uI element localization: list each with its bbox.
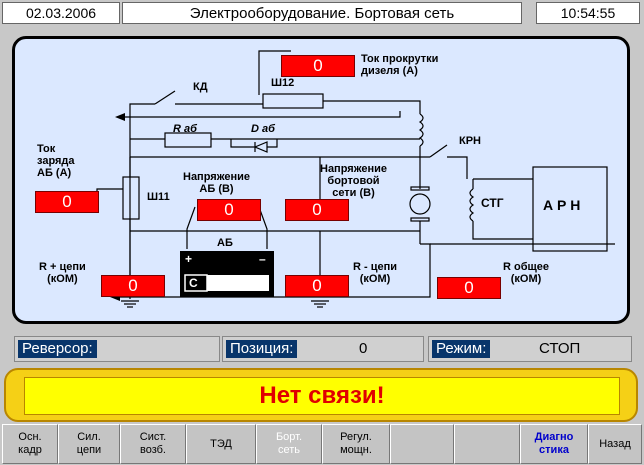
fkey-main-frame[interactable]: Осн.кадр: [2, 424, 58, 464]
ab-label: АБ: [217, 237, 233, 249]
fkey-empty-7[interactable]: [390, 424, 454, 464]
kd-label: КД: [193, 81, 208, 93]
fkey-excitation[interactable]: Сист.возб.: [120, 424, 186, 464]
r-total-label: R общее(кОМ): [503, 261, 550, 285]
battery-plus: +: [185, 252, 193, 266]
arn-label: А Р Н: [543, 197, 581, 213]
mode-value: СТОП: [539, 340, 581, 357]
battery-voltage-value: 0: [197, 199, 261, 221]
fkey-power-circuits[interactable]: Сил.цепи: [58, 424, 120, 464]
circuit-diagram: [96, 50, 615, 308]
fkey-empty-8[interactable]: [454, 424, 520, 464]
fkey-ted[interactable]: ТЭД: [186, 424, 256, 464]
sh12-label: Ш12: [271, 77, 295, 89]
position-label: Позиция:: [226, 340, 298, 358]
position-value: 0: [359, 340, 368, 357]
crank-current-value: 0: [281, 55, 355, 77]
time-display: 10:54:55: [536, 2, 640, 24]
reversor-label: Реверсор:: [18, 340, 97, 358]
stg-label: СТГ: [481, 196, 504, 210]
battery-percent: %: [261, 280, 270, 290]
krn-label: КРН: [459, 135, 481, 147]
battery-cell: С: [189, 276, 198, 290]
dab-label: D аб: [251, 123, 275, 135]
charge-current-value: 0: [35, 191, 99, 213]
sh11-label: Ш11: [147, 191, 170, 203]
mode-status: Режим: СТОП: [428, 336, 632, 362]
reversor-status: Реверсор:: [14, 336, 220, 362]
r-plus-value: 0: [101, 275, 165, 297]
r-minus-label: R - цепи(кОМ): [353, 261, 398, 285]
r-total-value: 0: [437, 277, 501, 299]
connection-message: Нет связи!: [24, 377, 620, 415]
schematic-panel: КД Ш12 R аб D аб КРН Ш11 АБ СТГ А Р Н + …: [12, 36, 630, 324]
fkey-power-regulation[interactable]: Регул.мощн.: [322, 424, 390, 464]
rab-label: R аб: [173, 123, 197, 135]
date-display: 02.03.2006: [2, 2, 120, 24]
fkey-onboard-network[interactable]: Борт.сеть: [256, 424, 322, 464]
mode-label: Режим:: [432, 340, 491, 358]
r-minus-value: 0: [285, 275, 349, 297]
network-voltage-value: 0: [285, 199, 349, 221]
battery-minus: –: [259, 252, 266, 266]
position-status: Позиция: 0: [222, 336, 424, 362]
connection-banner: Нет связи!: [4, 368, 638, 422]
page-title: Электрооборудование. Бортовая сеть: [122, 2, 522, 24]
r-plus-label: R + цепи(кОМ): [39, 261, 86, 285]
fkey-back[interactable]: Назад: [588, 424, 642, 464]
